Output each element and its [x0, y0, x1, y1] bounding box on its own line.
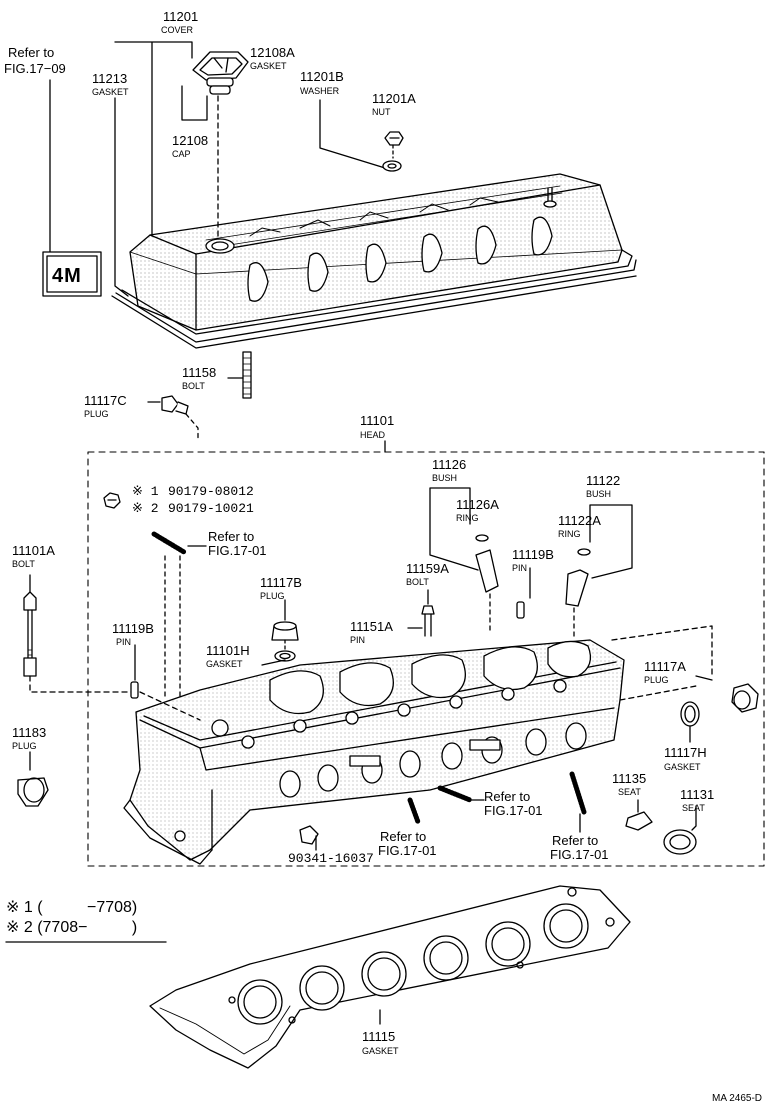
bolt-11158-part-number: 11158 — [182, 365, 217, 380]
plug-11117a-part-number: 11117A — [644, 659, 686, 674]
pin-11119b-right-part-number: 11119B — [512, 547, 554, 562]
bush-11126-part-number: 11126 — [432, 457, 467, 472]
bolt-11101a-part-number: 11101A — [12, 543, 55, 558]
plug-11183-part-number: 11183 — [12, 725, 47, 740]
plug-90341-part-number: 90341-16037 — [288, 851, 374, 866]
cap-gasket-part-name: GASKET — [250, 61, 287, 71]
ring-11126a-part-name: RING — [456, 513, 479, 523]
footnote-1: ※ 1 ( −7708) — [6, 899, 138, 916]
alt-bolt-1-part-number: 90179-08012 — [168, 484, 254, 499]
refer-stud-4-line2: FIG.17-01 — [550, 847, 609, 862]
refer-stud-1-line1: Refer to — [208, 529, 255, 544]
head-gasket-part-name: GASKET — [362, 1046, 399, 1056]
refer-stud-3-line1: Refer to — [380, 829, 427, 844]
seat-11135-part-name: SEAT — [618, 787, 641, 797]
bolt-11159a-part-name: BOLT — [406, 577, 429, 587]
plug-11117c-part-number: 11117C — [84, 393, 127, 408]
refer-stud-4-line1: Refer to — [552, 833, 599, 848]
cover-part-number: 11201 — [163, 9, 199, 24]
head-part-name: HEAD — [360, 430, 386, 440]
washer-part-number: 11201B — [300, 69, 344, 84]
figure-id: MA 2465-D — [712, 1093, 763, 1104]
head-part-number: 11101 — [360, 413, 395, 428]
cap-gasket-part-number: 12108A — [250, 45, 295, 60]
alt-bolt-2-part-number: 90179-10021 — [168, 501, 254, 516]
model-badge: 4M — [52, 265, 82, 287]
head-gasket-part-number: 11115 — [362, 1029, 396, 1044]
gasket-11101h-part-name: GASKET — [206, 659, 243, 669]
refer-stud-1-line2: FIG.17-01 — [208, 543, 267, 558]
cover-gasket-part-name: GASKET — [92, 87, 129, 97]
seat-11131-part-number: 11131 — [680, 787, 715, 802]
bolt-11159a-part-number: 11159A — [406, 561, 449, 576]
cap-part-name: CAP — [172, 149, 191, 159]
pin-11119b-right-part-name: PIN — [512, 563, 528, 573]
nut-part-number: 11201A — [372, 91, 416, 106]
ring-11122a-part-number: 11122A — [558, 513, 601, 528]
plug-11117b-part-number: 11117B — [260, 575, 302, 590]
washer-part-name: WASHER — [300, 86, 340, 96]
cover-gasket-part-number: 11213 — [92, 71, 128, 86]
bolt-11158-part-name: BOLT — [182, 381, 205, 391]
nut-part-name: NUT — [372, 107, 391, 117]
alt-bolt-2-mark: ※ 2 — [132, 501, 159, 516]
plug-11117b-part-name: PLUG — [260, 591, 285, 601]
gasket-11117h-part-number: 11117H — [664, 745, 707, 760]
refer-stud-2-line1: Refer to — [484, 789, 531, 804]
refer-stud-3-line2: FIG.17-01 — [378, 843, 437, 858]
bush-11126-part-name: BUSH — [432, 473, 458, 483]
gasket-11101h-part-number: 11101H — [206, 643, 250, 658]
alt-bolt-1-mark: ※ 1 — [132, 484, 159, 499]
refer-fig-17-09-line2: FIG.17−09 — [4, 61, 66, 76]
pin-11119b-left-part-name: PIN — [116, 637, 132, 647]
pin-11119b-left-part-number: 11119B — [112, 621, 154, 636]
bush-11122-part-number: 11122 — [586, 473, 621, 488]
plug-11117a-part-name: PLUG — [644, 675, 669, 685]
plug-11117c-part-name: PLUG — [84, 409, 109, 419]
refer-stud-2-line2: FIG.17-01 — [484, 803, 543, 818]
footnote-2: ※ 2 (7708− ) — [6, 919, 138, 936]
cap-part-number: 12108 — [172, 133, 209, 148]
ring-11126a-part-number: 11126A — [456, 497, 499, 512]
refer-fig-17-09-line1: Refer to — [8, 45, 55, 60]
cover-part-name: COVER — [161, 25, 194, 35]
bolt-11101a-part-name: BOLT — [12, 559, 35, 569]
pin-11151a-part-name: PIN — [350, 635, 366, 645]
seat-11135-part-number: 11135 — [612, 771, 647, 786]
ring-11122a-part-name: RING — [558, 529, 581, 539]
bush-11122-part-name: BUSH — [586, 489, 612, 499]
seat-11131-part-name: SEAT — [682, 803, 705, 813]
plug-11183-part-name: PLUG — [12, 741, 37, 751]
pin-11151a-part-number: 11151A — [350, 619, 393, 634]
gasket-11117h-part-name: GASKET — [664, 762, 701, 772]
